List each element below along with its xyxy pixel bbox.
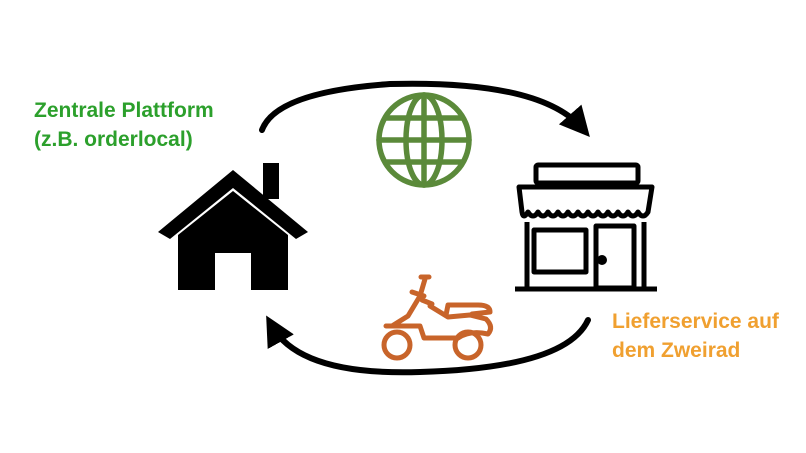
scooter-icon bbox=[381, 274, 494, 361]
bottom-cycle-arrow bbox=[266, 315, 591, 376]
storefront-icon bbox=[515, 162, 657, 292]
platform-label: Zentrale Plattform (z.B. orderlocal) bbox=[34, 96, 214, 154]
house-icon bbox=[158, 163, 308, 290]
platform-label-line1: Zentrale Plattform bbox=[34, 99, 214, 122]
platform-label-line2: (z.B. orderlocal) bbox=[34, 128, 193, 151]
delivery-label-line1: Lieferservice auf bbox=[612, 310, 779, 333]
delivery-label-line2: dem Zweirad bbox=[612, 339, 741, 362]
delivery-label: Lieferservice auf dem Zweirad bbox=[612, 307, 779, 365]
top-cycle-arrow bbox=[259, 80, 590, 138]
globe-icon bbox=[376, 92, 472, 188]
